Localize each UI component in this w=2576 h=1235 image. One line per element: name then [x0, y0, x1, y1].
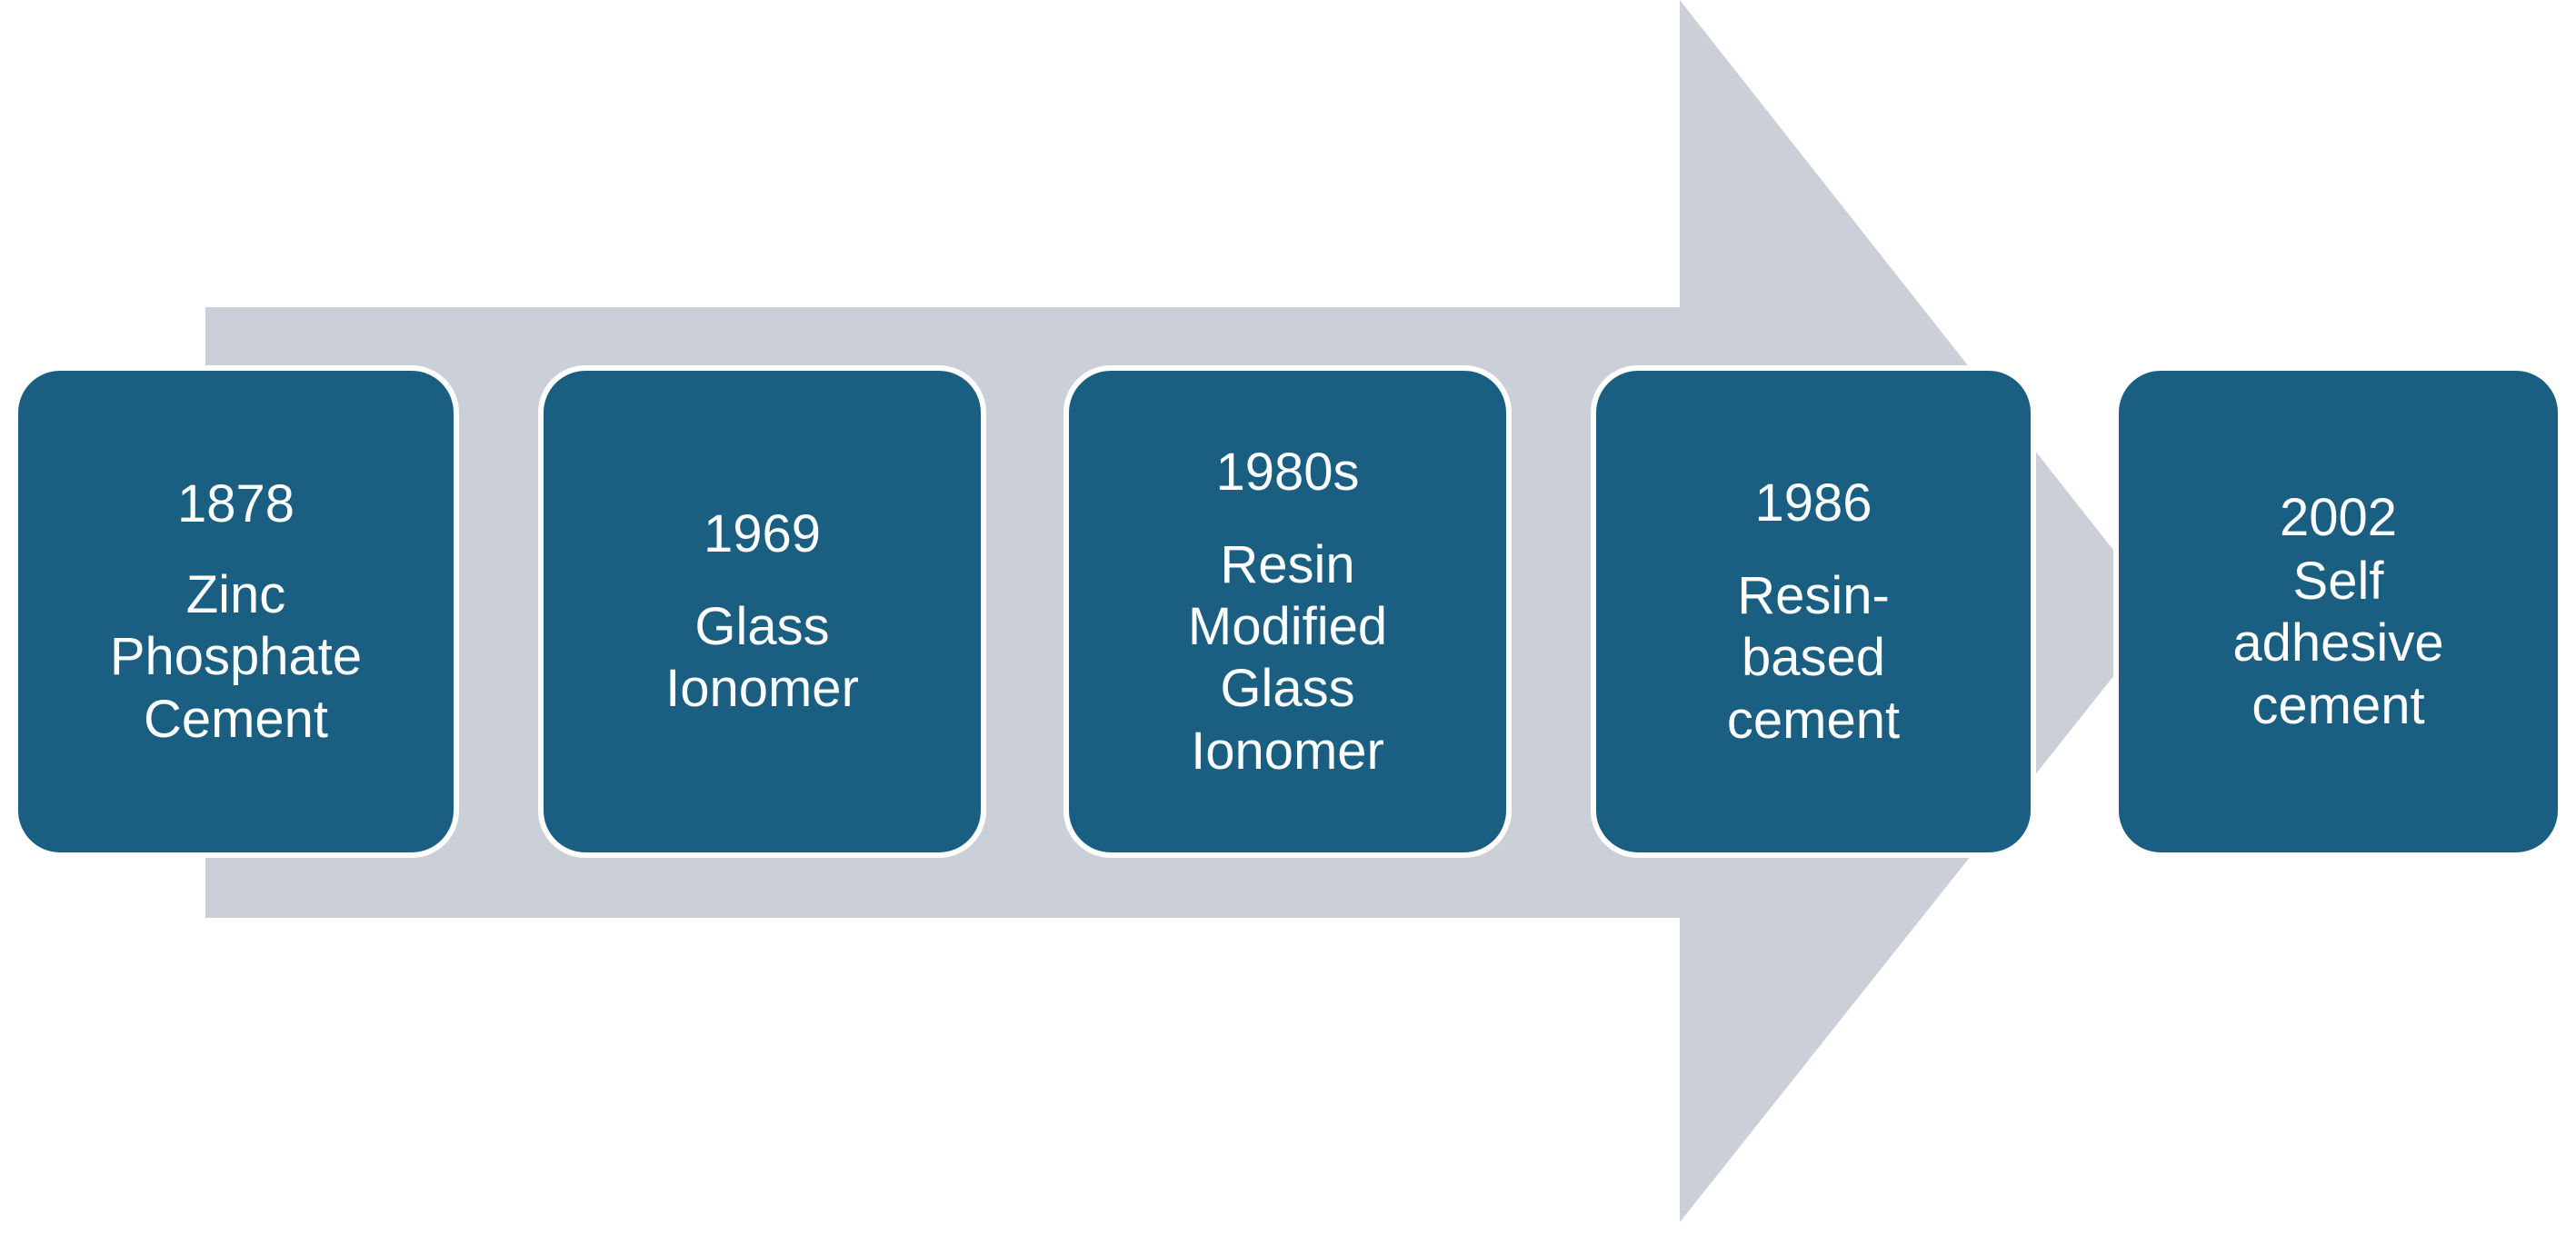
timeline-step-1[interactable]: 1878 Zinc Phosphate Cement: [13, 365, 459, 858]
timeline-step-5[interactable]: 2002 Self adhesive cement: [2113, 365, 2563, 858]
timeline-step-2-label: Glass Ionomer: [665, 596, 859, 719]
timeline-step-5-label: Self adhesive cement: [2232, 551, 2444, 735]
timeline-step-2[interactable]: 1969 Glass Ionomer: [538, 365, 986, 858]
timeline-step-2-year: 1969: [703, 504, 822, 564]
timeline-step-3[interactable]: 1980s Resin Modified Glass Ionomer: [1063, 365, 1512, 858]
timeline-step-3-label: Resin Modified Glass Ionomer: [1187, 534, 1388, 781]
timeline-step-1-label: Zinc Phosphate Cement: [109, 564, 363, 749]
timeline-step-4[interactable]: 1986 Resin- based cement: [1591, 365, 2036, 858]
timeline-step-3-year: 1980s: [1215, 442, 1360, 502]
timeline-step-5-year: 2002: [2279, 487, 2398, 547]
timeline-step-1-year: 1878: [176, 473, 295, 533]
timeline-step-4-year: 1986: [1754, 473, 1872, 533]
timeline-step-4-label: Resin- based cement: [1726, 565, 1901, 750]
